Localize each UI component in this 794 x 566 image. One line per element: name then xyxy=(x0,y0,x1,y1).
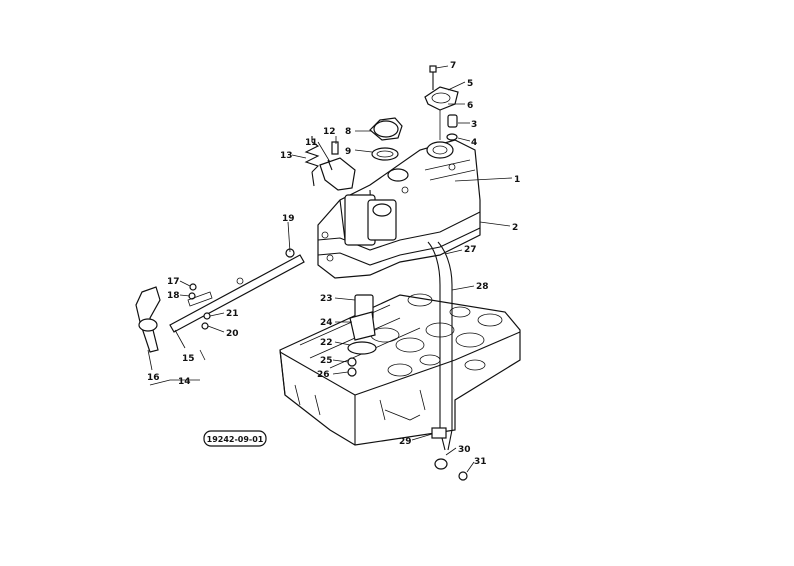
callout-30: 30 xyxy=(458,445,471,455)
callout-8: 8 xyxy=(345,127,351,137)
breather-hose xyxy=(427,241,468,481)
callout-1: 1 xyxy=(514,175,520,185)
lever-shaft xyxy=(135,248,305,353)
governor-linkage xyxy=(347,294,377,377)
callout-18: 18 xyxy=(167,291,180,301)
callout-11: 11 xyxy=(305,138,318,148)
callout-28: 28 xyxy=(476,282,489,292)
reference-code-text: 19242-09-01 xyxy=(207,435,264,444)
callout-16: 16 xyxy=(147,373,160,383)
leader-lines xyxy=(147,65,513,473)
callout-25: 25 xyxy=(320,356,333,366)
callout-22: 22 xyxy=(320,338,333,348)
callout-26: 26 xyxy=(317,370,330,380)
callout-17: 17 xyxy=(167,277,180,287)
cylinder-head xyxy=(279,293,521,446)
callout-19: 19 xyxy=(282,214,295,224)
bracket xyxy=(319,141,356,191)
callout-6: 6 xyxy=(467,101,473,111)
callout-3: 3 xyxy=(471,120,477,130)
callout-27: 27 xyxy=(464,245,477,255)
callout-20: 20 xyxy=(226,329,239,339)
callout-21: 21 xyxy=(226,309,239,319)
callout-29: 29 xyxy=(399,437,412,447)
oil-filler-cap xyxy=(369,117,403,141)
breather-cover xyxy=(424,65,459,141)
callout-4: 4 xyxy=(471,138,477,148)
callout-31: 31 xyxy=(474,457,487,467)
callout-24: 24 xyxy=(320,318,333,328)
callout-9: 9 xyxy=(345,147,351,157)
callout-7: 7 xyxy=(450,61,456,71)
callout-13: 13 xyxy=(280,151,293,161)
reference-code-label: 19242-09-01 xyxy=(203,430,267,447)
callout-15: 15 xyxy=(182,354,195,364)
governor-spring xyxy=(304,136,320,187)
callout-5: 5 xyxy=(467,79,473,89)
callout-14: 14 xyxy=(178,377,191,387)
o-ring xyxy=(371,147,399,161)
callout-2: 2 xyxy=(512,223,518,233)
callout-23: 23 xyxy=(320,294,333,304)
callout-12: 12 xyxy=(323,127,336,137)
